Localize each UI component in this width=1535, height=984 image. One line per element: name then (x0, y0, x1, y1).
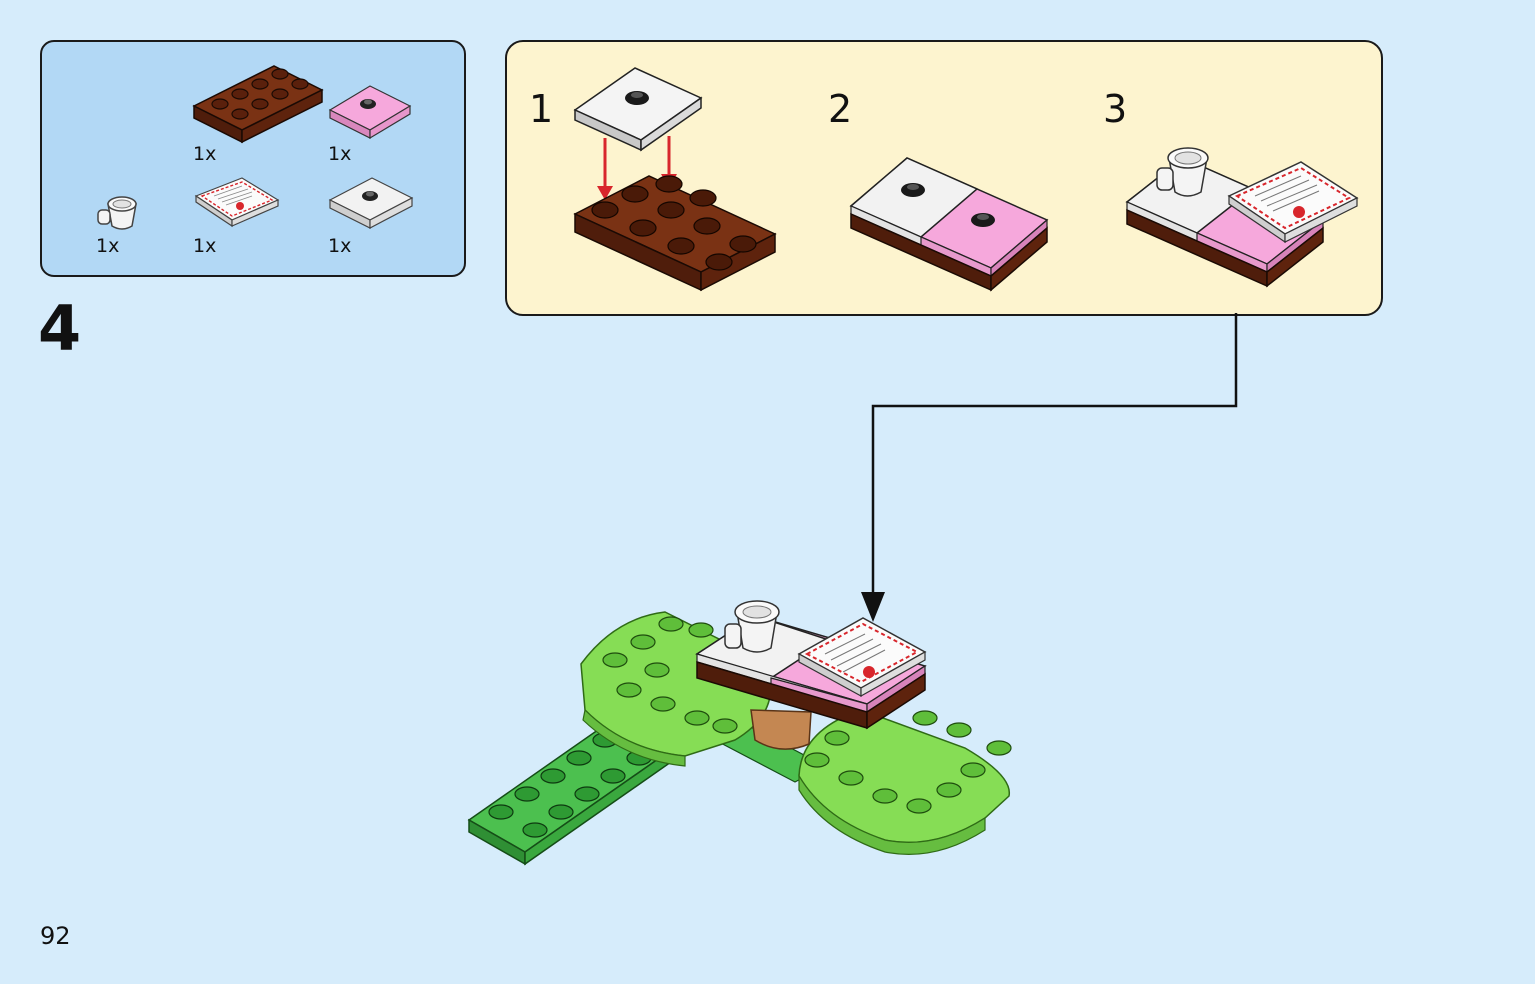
page-number: 92 (40, 922, 71, 950)
quantity-label: 1x (328, 143, 352, 165)
brown-plate-2x4-icon (192, 65, 324, 144)
quantity-label: 1x (193, 235, 217, 257)
substep-3-illustration (1125, 147, 1359, 288)
quantity-label: 1x (328, 235, 352, 257)
main-build-illustration (467, 600, 1012, 866)
substep-number: 1 (529, 87, 554, 131)
substep-box: 1 2 3 (505, 40, 1383, 316)
parts-list-box: 1x 1x 1x 1x 1x (40, 40, 466, 277)
substep-1-illustration (573, 67, 777, 292)
substep-number: 2 (828, 87, 853, 131)
quantity-label: 1x (96, 235, 120, 257)
letter-tile-icon (194, 177, 280, 228)
substep-2-illustration (849, 157, 1049, 292)
white-cup-icon (97, 196, 137, 230)
quantity-label: 1x (193, 143, 217, 165)
substep-number: 3 (1103, 87, 1128, 131)
step-number: 4 (38, 292, 82, 365)
pink-tile-icon (328, 85, 412, 140)
white-tile-icon (328, 177, 414, 229)
